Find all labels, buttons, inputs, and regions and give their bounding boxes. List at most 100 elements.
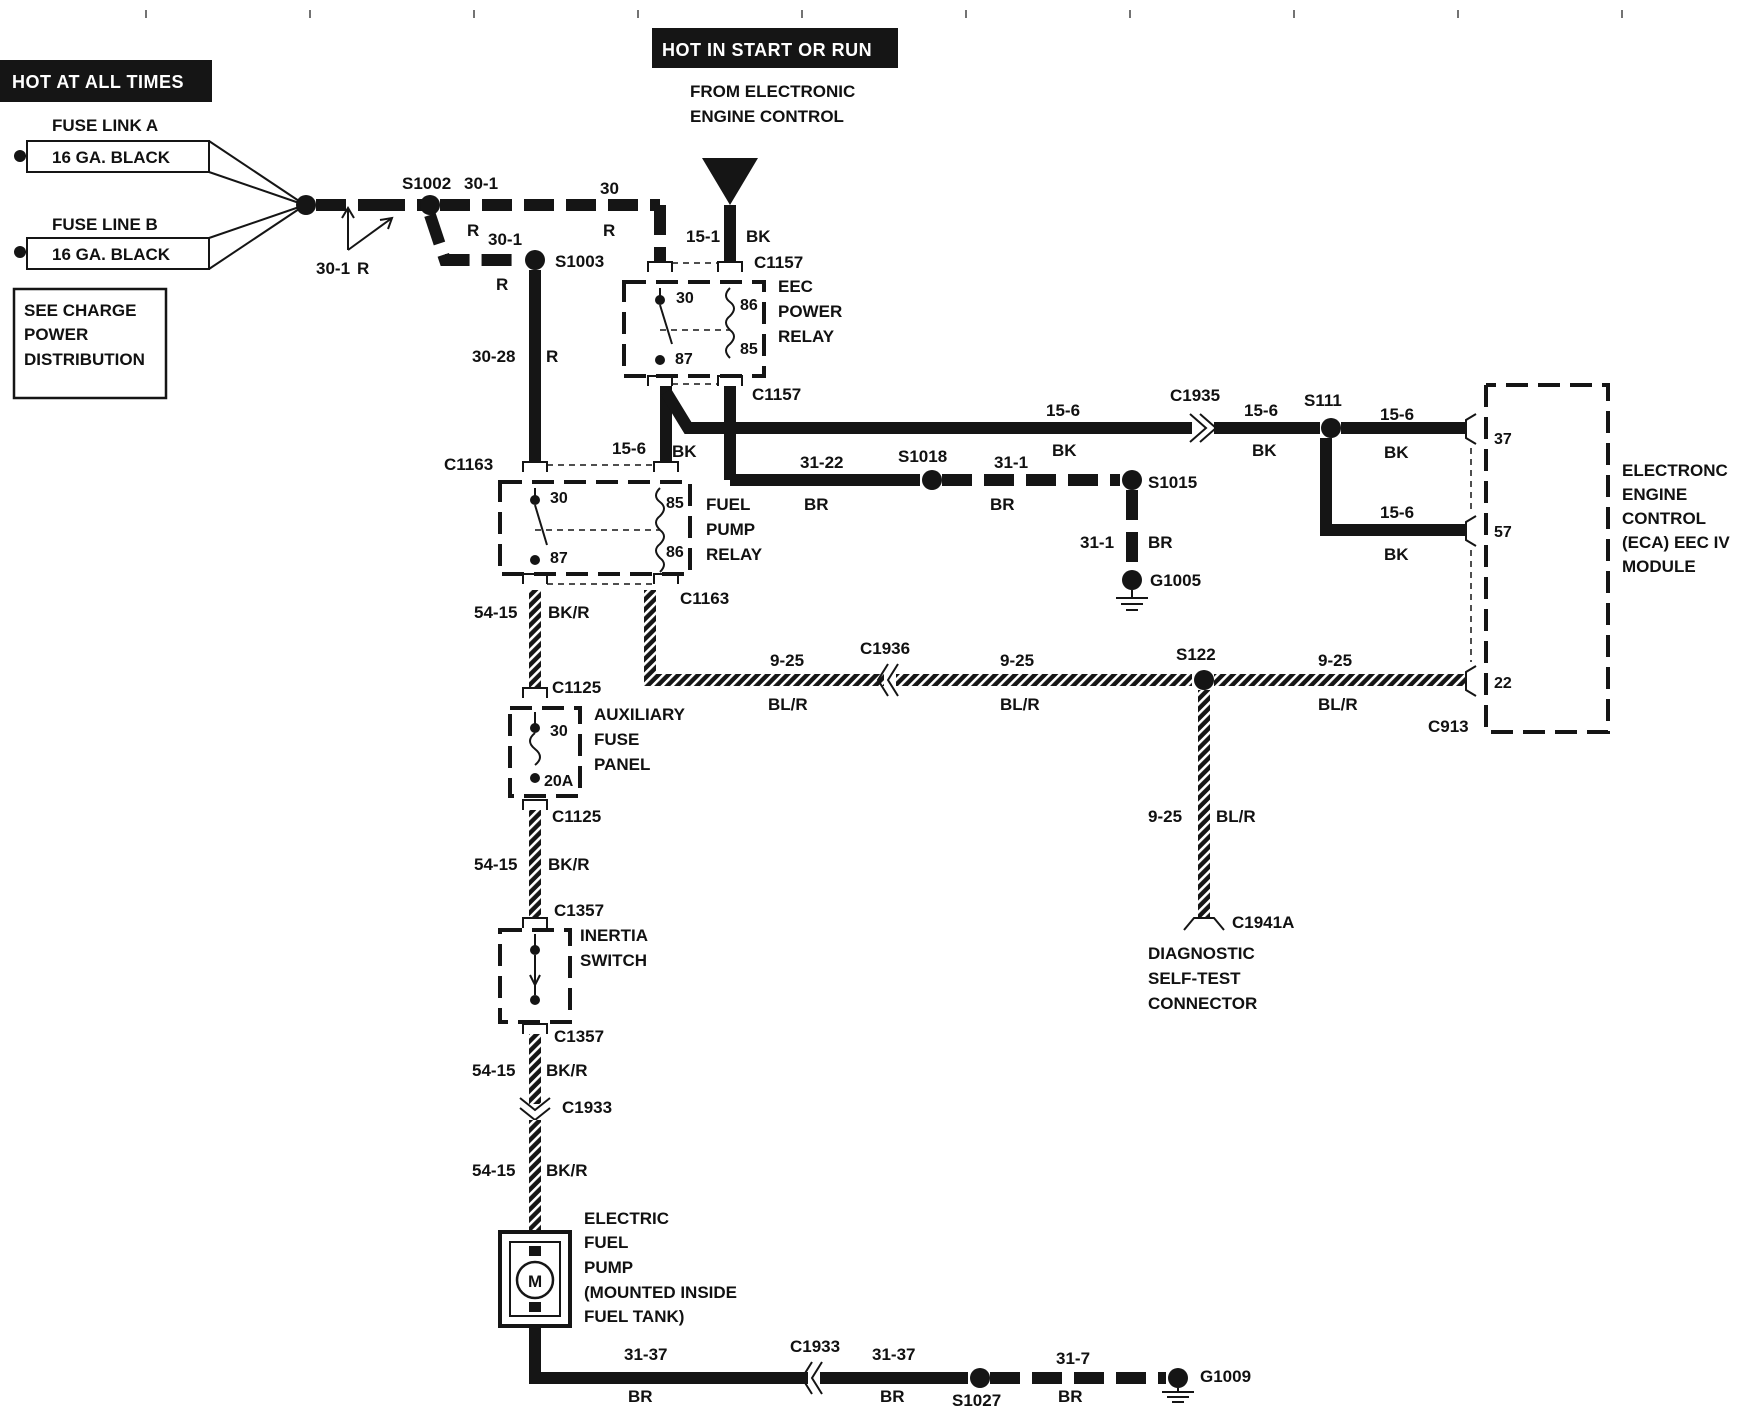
svg-text:G1005: G1005 xyxy=(1150,571,1201,590)
svg-text:BK: BK xyxy=(746,227,771,246)
fuse-link-merge-lines xyxy=(208,140,306,270)
ground-symbol-g1009 xyxy=(1162,1388,1194,1403)
splice-s1002: S1002 30-1 R xyxy=(402,174,498,240)
wire-54-15-b: 54-15 BK/R xyxy=(474,810,590,918)
svg-text:SWITCH: SWITCH xyxy=(580,951,647,970)
svg-text:FUEL: FUEL xyxy=(584,1233,628,1252)
svg-text:85: 85 xyxy=(740,341,758,358)
svg-text:30-28: 30-28 xyxy=(472,347,515,366)
svg-text:BR: BR xyxy=(990,495,1015,514)
wire-30-1-feed: 30-1 R xyxy=(296,195,429,278)
svg-text:86: 86 xyxy=(666,544,684,561)
svg-text:FROM ELECTRONIC: FROM ELECTRONIC xyxy=(690,82,855,101)
svg-text:BK: BK xyxy=(672,442,697,461)
svg-text:HOT AT ALL TIMES: HOT AT ALL TIMES xyxy=(12,72,184,92)
svg-text:FUEL TANK): FUEL TANK) xyxy=(584,1307,684,1326)
svg-text:54-15: 54-15 xyxy=(472,1061,515,1080)
svg-text:C1935: C1935 xyxy=(1170,386,1220,405)
svg-text:85: 85 xyxy=(666,495,684,512)
svg-text:CONNECTOR: CONNECTOR xyxy=(1148,994,1257,1013)
svg-text:M: M xyxy=(528,1272,542,1291)
svg-text:C1941A: C1941A xyxy=(1232,913,1294,932)
svg-text:54-15: 54-15 xyxy=(472,1161,515,1180)
eec-power-relay: C1157 30 87 86 85 C1157 EEC POWER RELAY xyxy=(622,253,842,404)
svg-text:BR: BR xyxy=(628,1387,653,1406)
svg-text:BK/R: BK/R xyxy=(548,603,590,622)
svg-text:BL/R: BL/R xyxy=(1000,695,1040,714)
svg-text:BK/R: BK/R xyxy=(546,1061,588,1080)
splice-s111: S111 15-6 BK 15-6 BK xyxy=(1304,391,1466,564)
svg-text:SELF-TEST: SELF-TEST xyxy=(1148,969,1241,988)
svg-text:15-6: 15-6 xyxy=(1380,503,1414,522)
svg-text:BK: BK xyxy=(1384,545,1409,564)
svg-text:MODULE: MODULE xyxy=(1622,557,1696,576)
svg-text:R: R xyxy=(357,259,369,278)
svg-text:R: R xyxy=(467,221,479,240)
svg-text:C1936: C1936 xyxy=(860,639,910,658)
wire-31-22-ground-branch: 31-22 BR S1018 31-1 BR S1015 31-1 BR G10… xyxy=(724,420,1201,611)
svg-text:BR: BR xyxy=(804,495,829,514)
svg-text:C1157: C1157 xyxy=(752,385,801,404)
svg-text:30: 30 xyxy=(550,723,568,740)
svg-text:FUEL: FUEL xyxy=(706,495,750,514)
svg-text:S1027: S1027 xyxy=(952,1391,1001,1408)
svg-text:54-15: 54-15 xyxy=(474,603,517,622)
svg-text:C1357: C1357 xyxy=(554,1027,604,1046)
diagnostic-self-test-connector: C1941A DIAGNOSTIC SELF-TEST CONNECTOR xyxy=(1148,913,1294,1013)
svg-text:(MOUNTED INSIDE: (MOUNTED INSIDE xyxy=(584,1283,737,1302)
svg-text:15-6: 15-6 xyxy=(1244,401,1278,420)
svg-text:SEE CHARGE: SEE CHARGE xyxy=(24,301,136,320)
wire-54-15-c: 54-15 BK/R xyxy=(472,1034,588,1104)
svg-text:POWER: POWER xyxy=(778,302,842,321)
svg-text:31-1: 31-1 xyxy=(994,453,1028,472)
fuse-link-a: FUSE LINK A 16 GA. BLACK xyxy=(14,116,210,173)
svg-text:BR: BR xyxy=(1058,1387,1083,1406)
svg-text:DIAGNOSTIC: DIAGNOSTIC xyxy=(1148,944,1255,963)
svg-text:57: 57 xyxy=(1494,524,1512,541)
svg-text:31-7: 31-7 xyxy=(1056,1349,1090,1368)
wire-30-28: 30-28 R xyxy=(472,270,558,462)
svg-text:FUSE LINE B: FUSE LINE B xyxy=(52,215,158,234)
svg-text:87: 87 xyxy=(675,351,693,368)
svg-text:16 GA. BLACK: 16 GA. BLACK xyxy=(52,148,171,167)
svg-text:S122: S122 xyxy=(1176,645,1216,664)
svg-text:C1163: C1163 xyxy=(444,455,493,474)
svg-text:BL/R: BL/R xyxy=(768,695,808,714)
svg-text:15-6: 15-6 xyxy=(1046,401,1080,420)
svg-text:BK: BK xyxy=(1252,441,1277,460)
svg-text:S1018: S1018 xyxy=(898,447,947,466)
svg-text:PUMP: PUMP xyxy=(584,1258,633,1277)
svg-text:PANEL: PANEL xyxy=(594,755,650,774)
svg-text:BK: BK xyxy=(1384,443,1409,462)
svg-text:9-25: 9-25 xyxy=(1318,651,1352,670)
svg-text:PUMP: PUMP xyxy=(706,520,755,539)
svg-text:S1002: S1002 xyxy=(402,174,451,193)
svg-text:(ECA) EEC IV: (ECA) EEC IV xyxy=(1622,533,1730,552)
svg-text:BK/R: BK/R xyxy=(546,1161,588,1180)
svg-text:BR: BR xyxy=(1148,533,1173,552)
svg-text:ELECTRIC: ELECTRIC xyxy=(584,1209,669,1228)
svg-text:30: 30 xyxy=(676,290,694,307)
svg-text:R: R xyxy=(546,347,558,366)
wire-30-1-to-s1003: 30-1 R xyxy=(424,213,522,294)
svg-text:C913: C913 xyxy=(1428,717,1469,736)
svg-text:54-15: 54-15 xyxy=(474,855,517,874)
svg-text:ELECTRONC: ELECTRONC xyxy=(1622,461,1728,480)
svg-text:BR: BR xyxy=(880,1387,905,1406)
svg-text:BK/R: BK/R xyxy=(548,855,590,874)
svg-text:CONTROL: CONTROL xyxy=(1622,509,1706,528)
svg-text:37: 37 xyxy=(1494,431,1512,448)
svg-text:22: 22 xyxy=(1494,675,1512,692)
inertia-switch: C1357 C1357 INERTIA SWITCH xyxy=(498,901,648,1046)
svg-text:30-1: 30-1 xyxy=(316,259,350,278)
svg-text:R: R xyxy=(496,275,508,294)
wire-54-15-d: 54-15 BK/R xyxy=(472,1120,588,1232)
svg-text:C1163: C1163 xyxy=(680,589,729,608)
svg-text:C1933: C1933 xyxy=(790,1337,840,1356)
svg-text:86: 86 xyxy=(740,297,758,314)
wire-54-15-a: 54-15 BK/R xyxy=(474,590,590,688)
electric-fuel-pump: M ELECTRIC FUEL PUMP (MOUNTED INSIDE FUE… xyxy=(498,1209,737,1328)
wire-31-37-ground-return: 31-37 BR C1933 31-37 BR S1027 31-7 BR G1… xyxy=(529,1326,1251,1408)
fuse-line-b: FUSE LINE B 16 GA. BLACK xyxy=(14,215,210,270)
